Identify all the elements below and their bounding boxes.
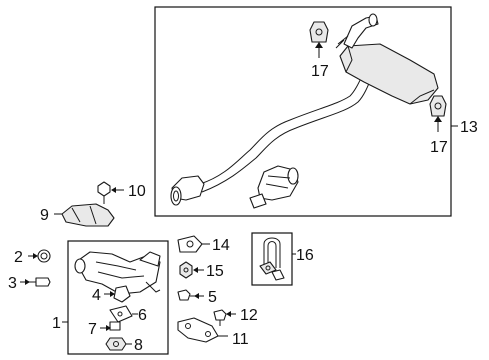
callout-17-upper: 17 bbox=[311, 63, 329, 80]
nut-part-15 bbox=[179, 261, 204, 279]
callout-12: 12 bbox=[240, 307, 258, 324]
bolt-part-10 bbox=[97, 181, 124, 204]
callout-11: 11 bbox=[232, 331, 249, 348]
callout-4: 4 bbox=[92, 287, 101, 304]
exhaust-assembly-frame bbox=[154, 6, 452, 217]
callout-14: 14 bbox=[212, 237, 230, 254]
hanger-kit-frame bbox=[251, 232, 293, 286]
stud-part-12 bbox=[213, 309, 236, 326]
callout-10: 10 bbox=[128, 183, 146, 200]
gasket-part-14 bbox=[177, 235, 210, 253]
callout-6: 6 bbox=[138, 307, 147, 324]
heat-shield-9 bbox=[54, 203, 115, 227]
rear-muffler bbox=[335, 13, 439, 105]
clamp-part-8 bbox=[105, 337, 132, 351]
resonator bbox=[170, 175, 205, 206]
callout-17-lower: 17 bbox=[430, 139, 448, 156]
bolt-part-3 bbox=[20, 277, 51, 287]
callout-3: 3 bbox=[8, 275, 17, 292]
gasket-part-11 bbox=[177, 317, 228, 343]
hanger-bracket-16 bbox=[259, 237, 285, 281]
callout-1: 1 bbox=[52, 315, 61, 332]
gasket-part-6 bbox=[109, 305, 138, 323]
callout-13: 13 bbox=[460, 119, 478, 136]
gasket-ring-2 bbox=[28, 249, 51, 263]
bracket-part-4 bbox=[104, 285, 131, 303]
nut-part-7 bbox=[100, 321, 121, 331]
catalytic-converter bbox=[249, 165, 299, 209]
callout-9: 9 bbox=[40, 207, 49, 224]
callout-8: 8 bbox=[134, 337, 143, 354]
callout-15: 15 bbox=[206, 263, 224, 280]
exhaust-pipe bbox=[199, 69, 374, 193]
callout-7: 7 bbox=[88, 321, 97, 338]
hanger-insulator-lower bbox=[429, 95, 447, 132]
callout-5: 5 bbox=[208, 289, 217, 306]
callout-16: 16 bbox=[296, 247, 314, 264]
stud-part-5 bbox=[177, 289, 204, 301]
callout-2: 2 bbox=[14, 249, 23, 266]
converter-manifold bbox=[74, 251, 161, 295]
hanger-insulator-upper bbox=[309, 21, 329, 58]
converter-assembly-frame bbox=[67, 240, 169, 355]
